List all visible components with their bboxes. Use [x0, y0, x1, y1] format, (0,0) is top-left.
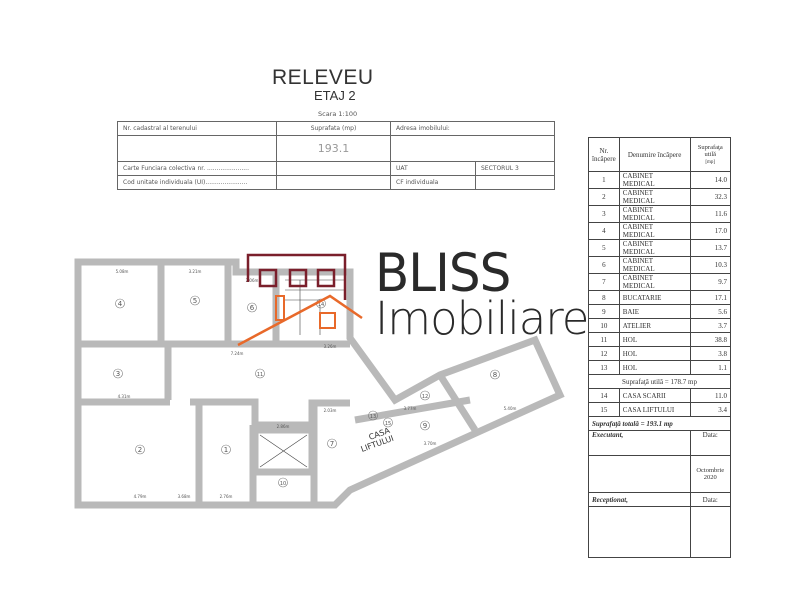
room-marker — [383, 417, 393, 428]
room-number: 4 — [118, 300, 123, 308]
executant-date: Octombrie 2020 — [689, 455, 731, 493]
dimension-label: 3.21m — [189, 269, 202, 274]
room-marker — [278, 477, 288, 488]
executant-label: Executant, — [588, 430, 691, 456]
room-number: 12 — [422, 394, 428, 400]
room-number: 1 — [224, 446, 228, 454]
total-row: Suprafaţă totală = 193.1 mp — [588, 416, 731, 431]
logo-line-2: Imobiliare — [375, 292, 589, 345]
room-number: 5 — [193, 297, 197, 305]
room-marker — [221, 444, 231, 455]
lift-shaft — [251, 426, 316, 476]
cell-name: CABINET MEDICAL — [618, 205, 691, 223]
data-label: Data: — [689, 430, 731, 456]
suprafata-value: 193.1 — [276, 135, 391, 162]
cell-name: BUCATARIE — [618, 290, 691, 305]
room-marker — [490, 369, 500, 380]
room-number: 2 — [138, 446, 142, 454]
room-number: 13 — [370, 414, 376, 420]
room-number: 8 — [493, 371, 497, 379]
scale-label: Scara 1:100 — [318, 110, 358, 118]
room-number: 11 — [257, 372, 263, 378]
cadastral-table: Nr. cadastral al terenului Suprafata (mp… — [117, 121, 555, 190]
room-marker — [135, 444, 145, 455]
logo-mark — [237, 253, 363, 347]
dimension-label: 2.76m — [220, 494, 233, 499]
dimension-label: 5.40m — [504, 406, 517, 411]
dimension-label: 3.77m — [404, 406, 417, 411]
wall-wing — [354, 396, 471, 424]
dimension-label: 2.06m — [246, 278, 259, 283]
dimension-label: 5.08m — [116, 269, 129, 274]
room-number: 6 — [250, 304, 255, 312]
dimension-label: 3.70m — [424, 441, 437, 446]
room-number: 3 — [116, 370, 120, 378]
room-number: 10 — [280, 481, 286, 487]
dimension-label: 2.86m — [277, 424, 290, 429]
header-nr: Nr. încăpere — [588, 137, 620, 172]
room-number: 9 — [423, 422, 427, 430]
room-marker — [190, 295, 200, 306]
document-title: RELEVEU — [272, 66, 374, 89]
header-area: Suprafaţa utilă[mp] — [689, 137, 731, 172]
dimension-label: 4.79m — [134, 494, 147, 499]
room-marker — [115, 298, 125, 309]
dimension-label: 2.03m — [324, 408, 337, 413]
room-number: 14 — [318, 302, 324, 308]
cell-name: BAIE — [618, 304, 691, 319]
room-marker — [420, 420, 430, 431]
floor-label: ETAJ 2 — [314, 88, 356, 103]
logo-line-1: BLISS — [375, 242, 511, 304]
room-marker — [368, 410, 378, 421]
room-marker — [255, 368, 265, 379]
stairs — [285, 279, 345, 335]
dimension-label: 3.26m — [324, 344, 337, 349]
lift-cross — [259, 434, 308, 468]
dimension-label: 7.24m — [231, 351, 244, 356]
room-number: 15 — [385, 421, 391, 427]
room-marker — [247, 302, 257, 313]
rooms-table: Nr. încăpere Denumire încăpere Suprafaţa… — [588, 137, 731, 558]
room-marker — [113, 368, 123, 379]
cell-area: 17.0 — [689, 222, 731, 240]
dimension-label: 3.68m — [178, 494, 191, 499]
wall-bottom-hall — [190, 398, 350, 429]
dimension-label: 4.31m — [118, 394, 131, 399]
room-marker — [327, 438, 337, 449]
room-marker — [420, 390, 430, 401]
cell-name: CABINET MEDICAL — [618, 273, 691, 291]
room-number: 7 — [330, 440, 334, 448]
